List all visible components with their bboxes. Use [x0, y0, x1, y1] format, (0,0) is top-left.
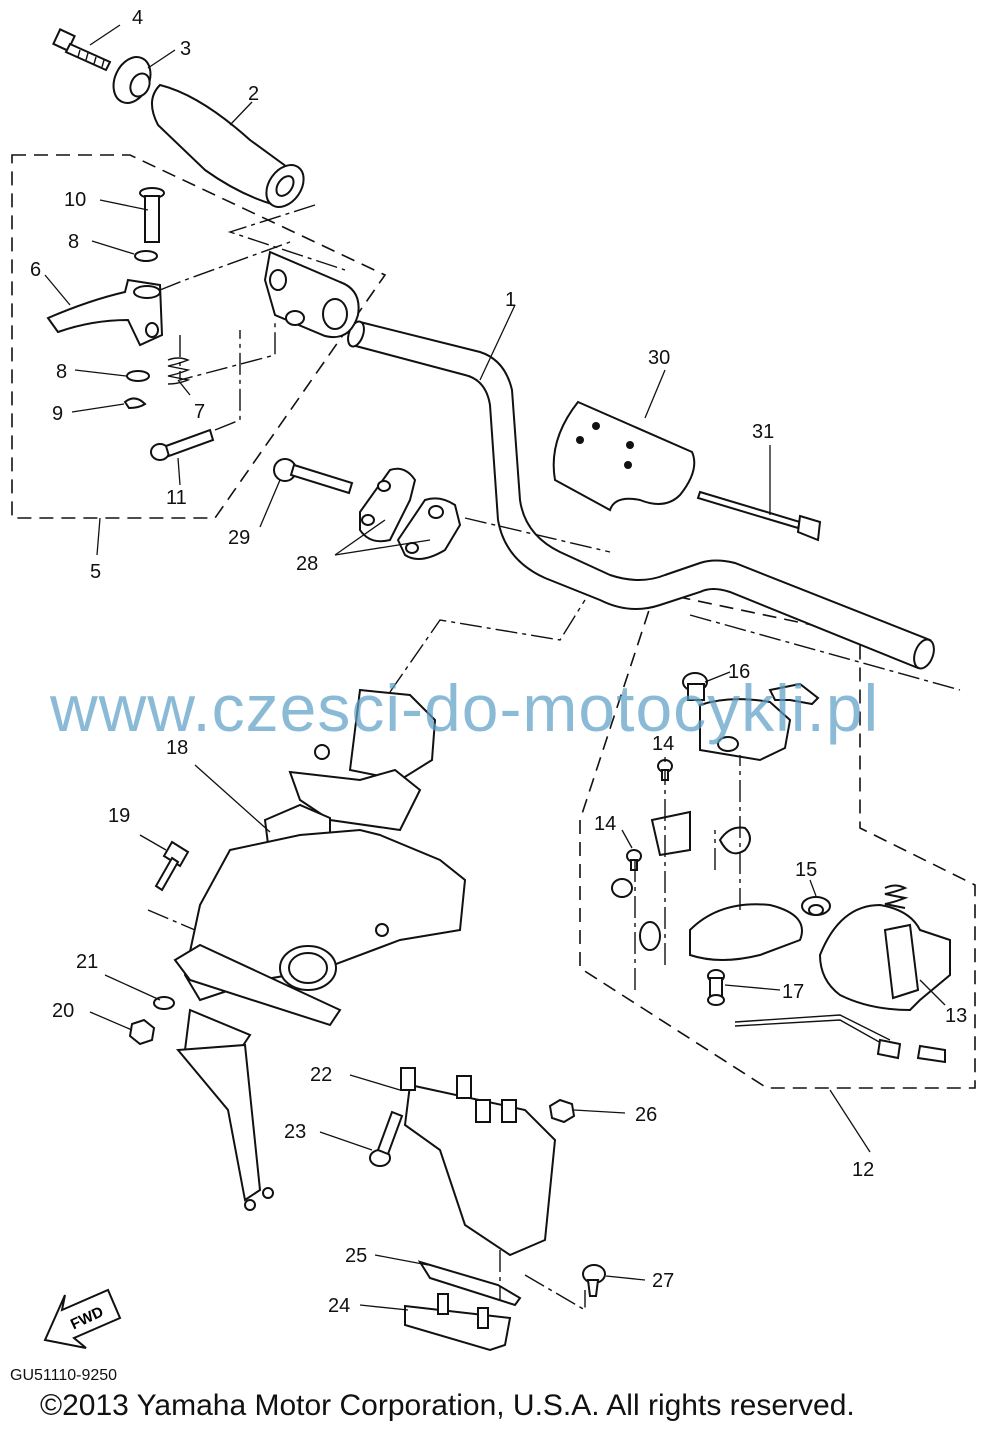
callout-7: 7 — [194, 401, 205, 423]
callout-numbers: 1 2 3 4 5 6 7 8 8 9 10 11 12 13 14 14 15… — [30, 7, 967, 1317]
callout-8-upper: 8 — [68, 231, 79, 253]
callout-24: 24 — [328, 1295, 350, 1317]
screw-27 — [582, 1264, 606, 1297]
callout-28: 28 — [296, 553, 318, 575]
callout-16: 16 — [728, 661, 750, 683]
callout-4: 4 — [132, 7, 143, 29]
reference-line-holder — [464, 517, 611, 553]
bracket-bolt — [369, 1110, 404, 1167]
callout-9: 9 — [52, 403, 63, 425]
callout-5: 5 — [90, 561, 101, 583]
reference-line-grip — [227, 204, 346, 271]
bracket-nut — [548, 1098, 576, 1124]
grip — [151, 83, 305, 208]
switch-grommet — [801, 896, 831, 916]
reference-line-switch — [634, 614, 961, 990]
callout-14-lower: 14 — [594, 813, 616, 835]
handlebar — [347, 320, 935, 670]
callout-15: 15 — [795, 859, 817, 881]
lever-assembly-outline — [11, 154, 387, 519]
switch-housing-top — [699, 698, 792, 762]
reference-line-lever-low — [179, 320, 276, 381]
switch-wire-harness — [734, 1014, 946, 1064]
callout-29: 29 — [228, 527, 250, 549]
callout-31: 31 — [752, 421, 774, 443]
leader-lines — [44, 24, 946, 1311]
switch-cable-terminal — [768, 682, 820, 706]
bracket-plate — [417, 1260, 522, 1307]
cable-band — [696, 490, 822, 542]
callout-1: 1 — [505, 289, 516, 311]
switch-assembly-outline — [579, 591, 976, 1089]
lever — [46, 278, 164, 347]
reference-line-bolt — [214, 330, 241, 431]
grip-bolt — [52, 28, 112, 72]
callout-12: 12 — [852, 1159, 874, 1181]
washer-lower — [126, 370, 150, 382]
diagram-code: GU51110-9250 — [10, 1367, 118, 1384]
holder-bolt — [273, 458, 354, 495]
switch-button — [682, 672, 708, 701]
callout-14-upper: 14 — [652, 733, 674, 755]
fwd-direction-arrow: FWD — [43, 1288, 122, 1349]
column-nut — [128, 1018, 156, 1046]
callout-23: 23 — [284, 1121, 306, 1143]
stud-plate — [404, 1293, 512, 1352]
column-bolt — [154, 840, 190, 892]
callout-26: 26 — [635, 1104, 657, 1126]
callout-25: 25 — [345, 1245, 367, 1267]
callout-11: 11 — [166, 487, 187, 509]
switch-cover — [818, 884, 951, 1012]
callout-13: 13 — [945, 1005, 967, 1027]
callout-18: 18 — [166, 737, 188, 759]
grip-washer — [112, 56, 152, 104]
mount-bracket — [400, 1067, 557, 1257]
switch-screw-17 — [707, 969, 725, 1006]
circlip — [123, 397, 147, 410]
callout-8-lower: 8 — [56, 361, 67, 383]
callout-21: 21 — [76, 951, 98, 973]
switch-screw-lower — [626, 849, 642, 871]
reference-line-lever — [159, 241, 291, 291]
callout-2: 2 — [248, 83, 259, 105]
lever-spring — [167, 357, 191, 385]
reference-line-column — [389, 599, 586, 693]
callout-19: 19 — [108, 805, 130, 827]
callout-6: 6 — [30, 259, 41, 281]
washer-upper — [134, 250, 158, 262]
lever-bracket — [263, 250, 360, 338]
callout-30: 30 — [648, 347, 670, 369]
steering-column — [173, 688, 467, 1211]
callout-20: 20 — [52, 1000, 74, 1022]
callout-22: 22 — [310, 1064, 332, 1086]
switch-body — [611, 810, 803, 961]
handlebar-pad — [552, 400, 696, 512]
callout-17: 17 — [782, 981, 804, 1003]
lever-bolt — [150, 428, 215, 461]
handlebar-holder — [359, 467, 462, 560]
reference-line-bracket — [147, 909, 586, 1312]
callout-3: 3 — [180, 38, 191, 60]
copyright-notice: ©2013 Yamaha Motor Corporation, U.S.A. A… — [40, 1389, 855, 1422]
callout-27: 27 — [652, 1270, 674, 1292]
watermark-url: www.czesci-do-motocykli.pl — [50, 671, 880, 745]
callout-10: 10 — [64, 189, 86, 211]
lever-pin — [139, 187, 165, 243]
